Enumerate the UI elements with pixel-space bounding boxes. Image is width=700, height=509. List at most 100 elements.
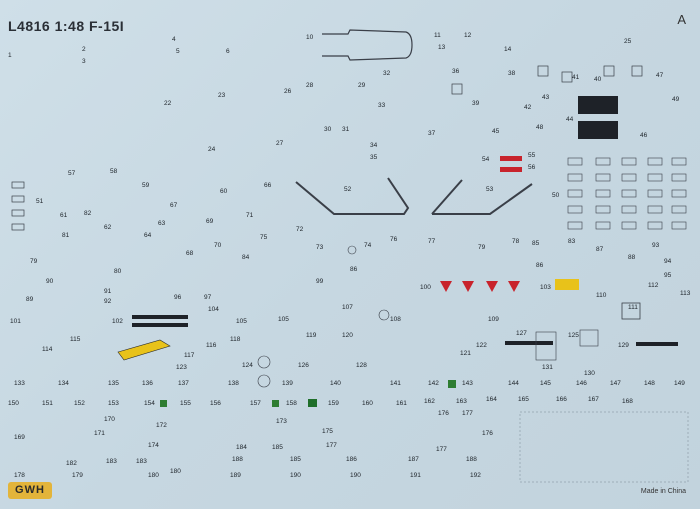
decal-number: 40 bbox=[594, 76, 602, 83]
decal-number: 102 bbox=[112, 318, 123, 325]
decal-number: 179 bbox=[72, 472, 83, 479]
decal-number: 54 bbox=[482, 156, 490, 163]
decal-number: 151 bbox=[42, 400, 53, 407]
decal-number: 149 bbox=[674, 380, 685, 387]
decal-number: 109 bbox=[488, 316, 499, 323]
decal-number: 88 bbox=[628, 254, 636, 261]
decal-number: 172 bbox=[156, 422, 167, 429]
decal-number: 97 bbox=[204, 294, 212, 301]
decal-number: 101 bbox=[10, 318, 21, 325]
decal-number: 121 bbox=[460, 350, 471, 357]
decal-number: 127 bbox=[516, 330, 527, 337]
decal-number: 47 bbox=[656, 72, 664, 79]
decal-number: 128 bbox=[356, 362, 367, 369]
decal-number: 77 bbox=[428, 238, 436, 245]
walkway-right bbox=[431, 179, 533, 215]
placard-box bbox=[621, 302, 641, 320]
decal-number: 114 bbox=[42, 346, 53, 353]
decal-number: 100 bbox=[420, 284, 431, 291]
decal-number: 35 bbox=[370, 154, 378, 161]
decal-number: 113 bbox=[680, 290, 691, 297]
decal-number: 87 bbox=[596, 246, 604, 253]
decal-number: 125 bbox=[568, 332, 579, 339]
decal-number: 115 bbox=[70, 336, 81, 343]
decal-number: 104 bbox=[208, 306, 219, 313]
decal-number: 71 bbox=[246, 212, 254, 219]
decal-number: 72 bbox=[296, 226, 304, 233]
green-square bbox=[272, 400, 279, 407]
decal-number: 22 bbox=[164, 100, 172, 107]
decal-number: 49 bbox=[672, 96, 680, 103]
decal-number: 131 bbox=[542, 364, 553, 371]
red-triangle bbox=[440, 281, 452, 292]
decal-number: 105 bbox=[236, 318, 247, 325]
decal-number: 89 bbox=[26, 296, 34, 303]
decal-number: 157 bbox=[250, 400, 261, 407]
decal-number: 190 bbox=[290, 472, 301, 479]
decal-number: 120 bbox=[342, 332, 353, 339]
decal-number: 86 bbox=[536, 262, 544, 269]
decal-number: 10 bbox=[306, 34, 314, 41]
decal-number: 177 bbox=[436, 446, 447, 453]
decal-number: 164 bbox=[486, 396, 497, 403]
decal-number: 178 bbox=[14, 472, 25, 479]
decal-number: 79 bbox=[478, 244, 486, 251]
decal-number: 135 bbox=[108, 380, 119, 387]
decal-number: 183 bbox=[106, 458, 117, 465]
decal-number: 148 bbox=[644, 380, 655, 387]
decal-number: 66 bbox=[264, 182, 272, 189]
decal-number: 110 bbox=[596, 292, 607, 299]
decal-number: 56 bbox=[528, 164, 536, 171]
decal-number: 190 bbox=[350, 472, 361, 479]
decal-number: 11 bbox=[434, 32, 441, 39]
decal-number: 12 bbox=[464, 32, 472, 39]
decal-number: 13 bbox=[438, 44, 446, 51]
decal-number: 83 bbox=[568, 238, 576, 245]
decal-number: 39 bbox=[472, 100, 480, 107]
decal-number: 50 bbox=[552, 192, 560, 199]
decal-number: 58 bbox=[110, 168, 118, 175]
decal-number: 185 bbox=[272, 444, 283, 451]
decal-number: 154 bbox=[144, 400, 155, 407]
decal-number: 62 bbox=[104, 224, 112, 231]
decal-number: 177 bbox=[462, 410, 473, 417]
black-stripe bbox=[132, 315, 188, 319]
decal-number: 26 bbox=[284, 88, 292, 95]
decal-number: 1 bbox=[8, 52, 12, 59]
decal-number: 118 bbox=[230, 336, 241, 343]
decal-number: 53 bbox=[486, 186, 494, 193]
decal-number: 119 bbox=[306, 332, 317, 339]
decal-number: 30 bbox=[324, 126, 332, 133]
decal-number: 29 bbox=[358, 82, 366, 89]
decal-number: 141 bbox=[390, 380, 401, 387]
decal-number: 176 bbox=[438, 410, 449, 417]
decal-number: 167 bbox=[588, 396, 599, 403]
decal-number: 166 bbox=[556, 396, 567, 403]
decal-number: 60 bbox=[220, 188, 228, 195]
decal-number: 74 bbox=[364, 242, 372, 249]
decal-number: 180 bbox=[170, 468, 181, 475]
decal-number: 75 bbox=[260, 234, 268, 241]
decal-number: 122 bbox=[476, 342, 487, 349]
decal-number: 107 bbox=[342, 304, 353, 311]
stencil-block bbox=[519, 411, 689, 483]
decal-number: 3 bbox=[82, 58, 86, 65]
decal-number: 6 bbox=[226, 48, 230, 55]
placard-box bbox=[535, 331, 557, 361]
decal-number: 42 bbox=[524, 104, 532, 111]
decal-number: 14 bbox=[504, 46, 512, 53]
sheet-letter: A bbox=[677, 12, 686, 27]
decal-number: 51 bbox=[36, 198, 44, 205]
decal-number: 45 bbox=[492, 128, 500, 135]
decal-number: 111 bbox=[628, 304, 638, 311]
decal-number: 105 bbox=[278, 316, 289, 323]
decal-number: 123 bbox=[176, 364, 187, 371]
decal-number: 150 bbox=[8, 400, 19, 407]
decal-number: 142 bbox=[428, 380, 439, 387]
decal-number: 175 bbox=[322, 428, 333, 435]
decal-number: 138 bbox=[228, 380, 239, 387]
green-square bbox=[160, 400, 167, 407]
decal-number: 139 bbox=[282, 380, 293, 387]
decal-number: 137 bbox=[178, 380, 189, 387]
